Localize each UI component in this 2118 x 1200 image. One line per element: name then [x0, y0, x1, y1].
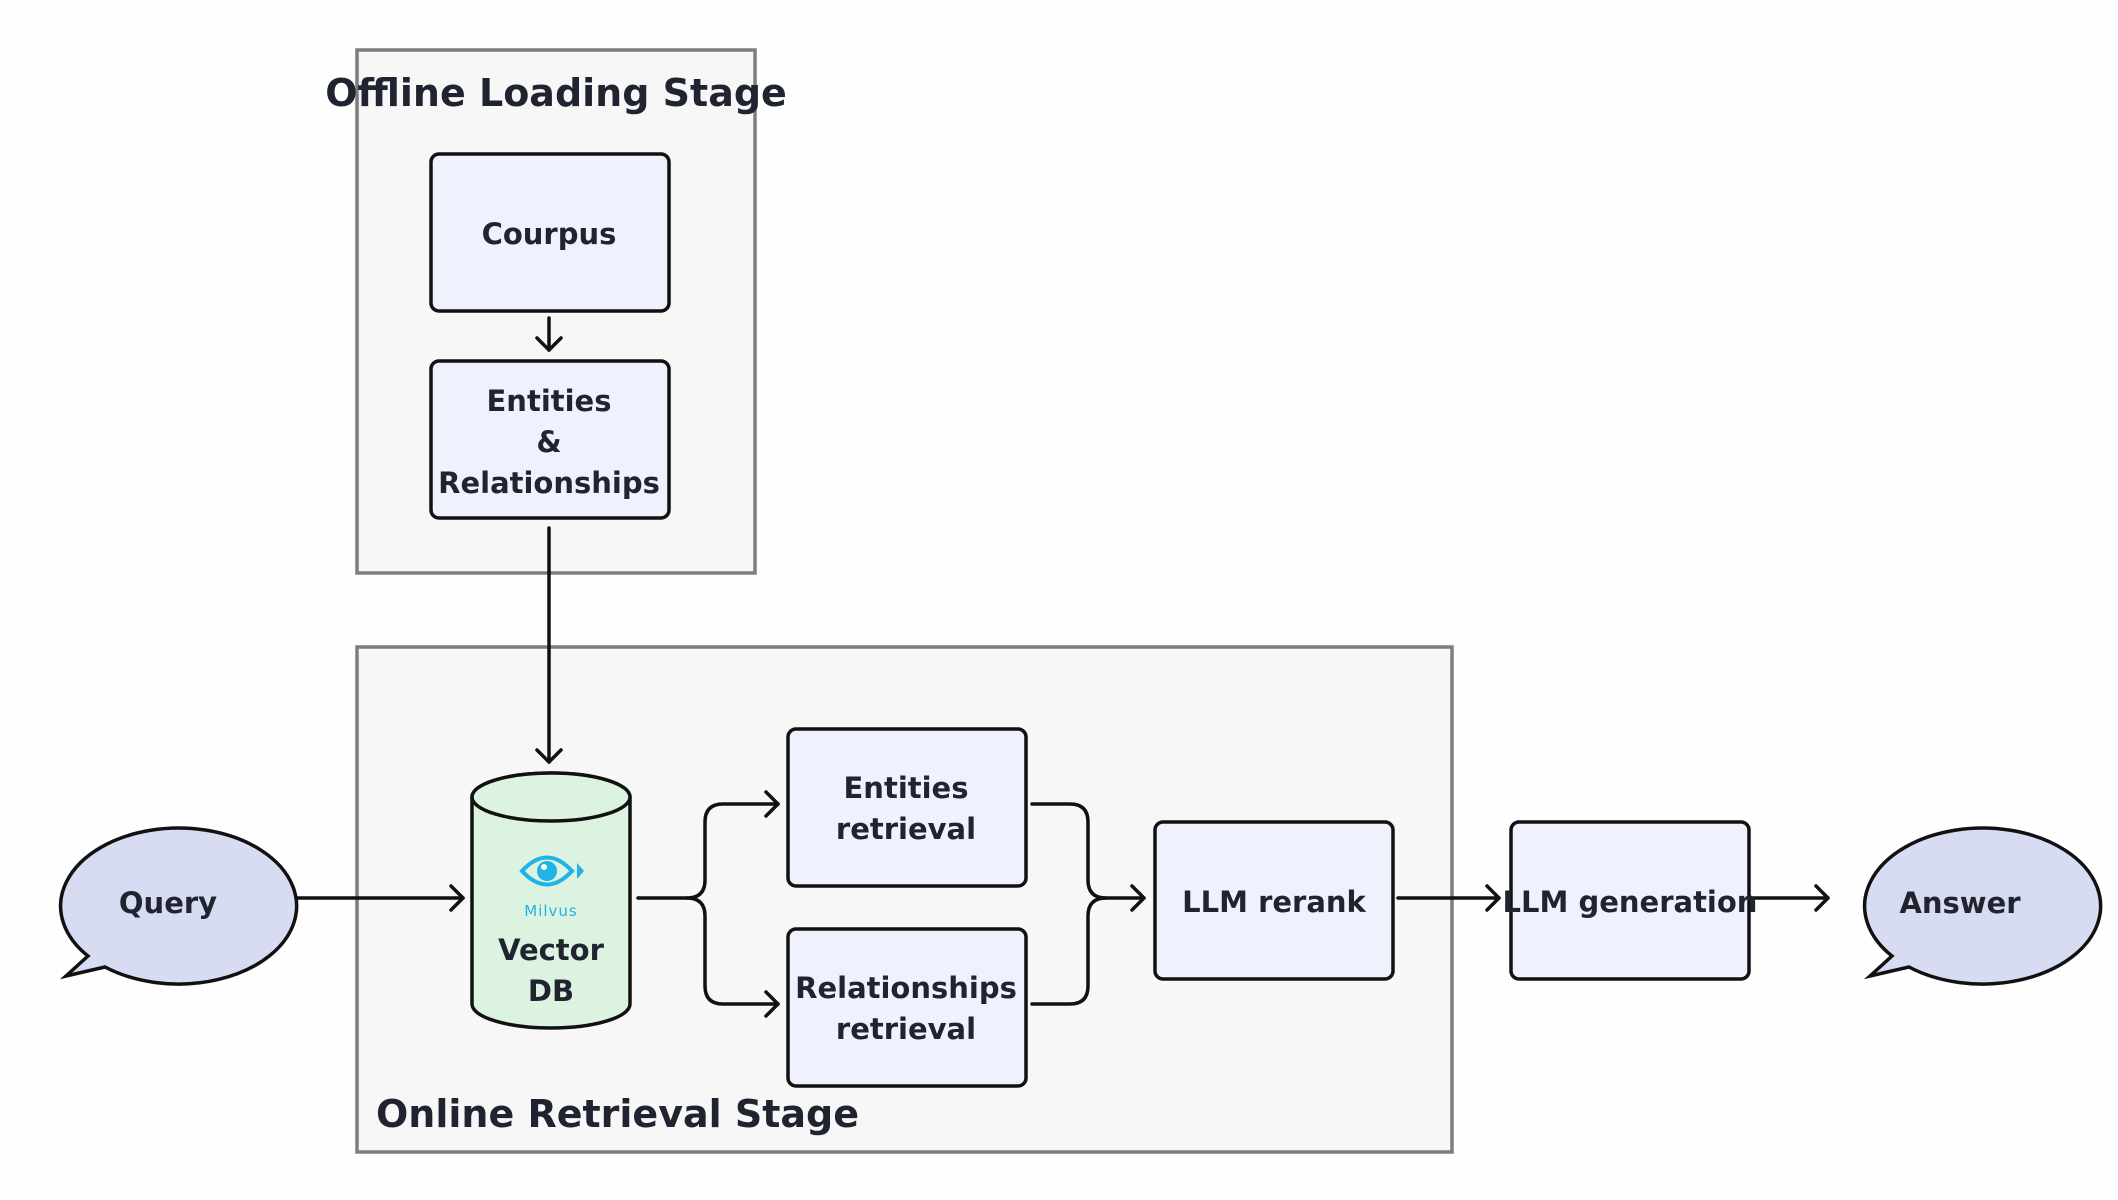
llm-generation-node: LLM generation	[1503, 820, 1758, 981]
edge-vectordb-to-relationships-retrieval	[685, 896, 780, 1006]
arrowhead-corpus-to-entities	[535, 336, 563, 352]
entities-relationships-node: Entities & Relationships	[429, 359, 671, 520]
arrowhead-entities-to-vectordb	[535, 748, 563, 764]
arrowhead-vectordb-to-relationships-retrieval	[764, 990, 780, 1018]
entities-retrieval-label-line2: retrieval	[836, 812, 976, 846]
relationships-retrieval-label-line2: retrieval	[836, 1012, 976, 1046]
milvus-logo-text: Milvus	[524, 902, 577, 920]
edges	[294, 316, 1830, 1018]
arrowhead-vectordb-to-entities-retrieval	[764, 790, 780, 818]
llm-rerank-label: LLM rerank	[1182, 885, 1366, 919]
vector-db-label-line1: Vector	[498, 933, 605, 967]
relationships-retrieval-node: Relationships retrieval	[786, 927, 1028, 1088]
relationships-retrieval-label-line1: Relationships	[795, 971, 1017, 1005]
vector-db-label-line2: DB	[528, 974, 574, 1008]
entities-relationships-label-line3: Relationships	[438, 466, 660, 500]
query-bubble-shape	[58, 826, 299, 986]
edge-relationships-retrieval-to-rerank	[1030, 896, 1108, 1006]
edge-vectordb-to-entities-retrieval	[636, 802, 780, 900]
llm-rerank-box	[1153, 820, 1395, 981]
online-stage-title: Online Retrieval Stage	[376, 1092, 859, 1136]
entities-retrieval-node: Entities retrieval	[786, 727, 1028, 888]
answer-label: Answer	[1899, 886, 2021, 920]
relationships-retrieval-box	[786, 927, 1028, 1088]
corpus-node: Courpus	[429, 152, 671, 313]
entities-retrieval-label-line1: Entities	[844, 771, 969, 805]
corpus-label: Courpus	[482, 217, 617, 251]
arrowhead-retrievals-to-rerank	[1130, 884, 1146, 912]
vector-db-cylinder-top	[470, 771, 632, 823]
corpus-box	[429, 152, 671, 313]
query-bubble: Query	[58, 826, 299, 986]
entities-relationships-box	[429, 359, 671, 520]
arrowhead-rerank-to-generation	[1485, 884, 1501, 912]
answer-bubble: Answer	[1862, 826, 2103, 986]
arrowhead-generation-to-answer	[1814, 884, 1830, 912]
answer-bubble-shape	[1862, 826, 2103, 986]
offline-stage-title: Offline Loading Stage	[325, 71, 787, 115]
llm-rerank-node: LLM rerank	[1153, 820, 1395, 981]
edge-entities-retrieval-to-rerank	[1030, 802, 1146, 900]
arrowhead-query-to-vectordb	[449, 884, 465, 912]
vector-db-node: Milvus Vector DB	[470, 771, 632, 1030]
entities-retrieval-box	[786, 727, 1028, 888]
entities-relationships-label-line1: Entities	[487, 384, 612, 418]
llm-generation-label: LLM generation	[1503, 885, 1758, 919]
llm-generation-box	[1509, 820, 1751, 981]
milvus-eye-icon	[519, 855, 584, 887]
query-label: Query	[119, 886, 217, 920]
entities-relationships-label-line2: &	[536, 425, 561, 459]
